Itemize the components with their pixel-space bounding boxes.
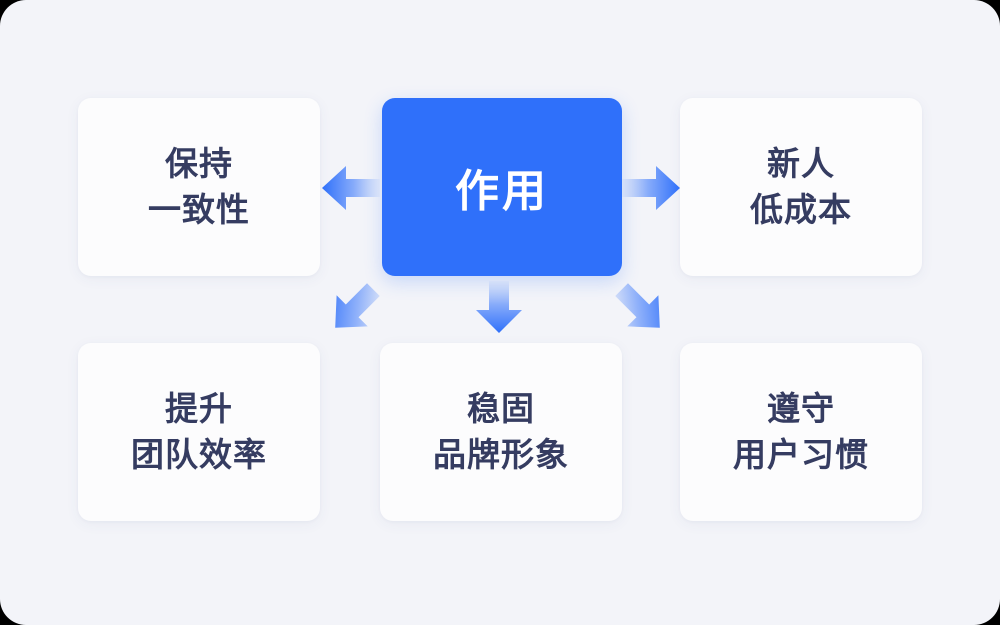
node-card-bottom-left[interactable]: 提升 团队效率: [78, 343, 320, 521]
center-node-label: 作用: [455, 167, 549, 216]
center-node-作用[interactable]: 作用: [382, 98, 622, 276]
node-card-bottom-left-line1: 提升: [165, 390, 233, 428]
node-card-bottom-center-line2: 品牌形象: [433, 436, 569, 473]
arrow-down-left-icon: [325, 279, 385, 337]
node-card-top-right[interactable]: 新人 低成本: [680, 98, 922, 276]
arrow-right-icon: [622, 162, 680, 214]
node-card-top-left-line1: 保持: [165, 145, 233, 183]
node-card-bottom-center-line1: 稳固: [467, 390, 535, 428]
arrow-down-icon: [472, 281, 526, 333]
node-card-top-right-line1: 新人: [767, 145, 835, 183]
node-card-top-right-line2: 低成本: [750, 191, 852, 228]
node-card-bottom-left-line2: 团队效率: [131, 436, 267, 473]
node-card-bottom-right-line2: 用户习惯: [733, 436, 869, 473]
node-card-top-left-line2: 一致性: [148, 191, 250, 228]
node-card-bottom-center[interactable]: 稳固 品牌形象: [380, 343, 622, 521]
node-card-bottom-right[interactable]: 遵守 用户习惯: [680, 343, 922, 521]
arrow-down-right-icon: [610, 279, 670, 337]
node-card-top-left[interactable]: 保持 一致性: [78, 98, 320, 276]
arrow-left-icon: [322, 162, 380, 214]
node-card-bottom-right-line1: 遵守: [767, 390, 835, 428]
